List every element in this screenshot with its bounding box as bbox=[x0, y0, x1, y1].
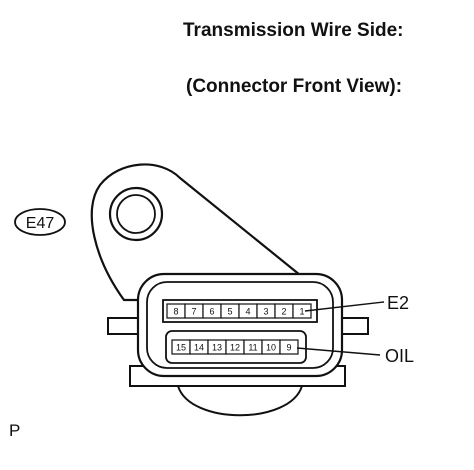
pin-label-2: 2 bbox=[281, 307, 286, 317]
e2-leader-line bbox=[304, 301, 385, 312]
connector-id-label: E47 bbox=[26, 215, 55, 232]
pin-label-8: 8 bbox=[173, 307, 178, 317]
pin-label-12: 12 bbox=[230, 343, 240, 353]
pin-label-11: 11 bbox=[248, 343, 257, 353]
bracket-hole-inner bbox=[116, 194, 156, 234]
right-latch bbox=[340, 317, 369, 335]
pin-label-9: 9 bbox=[286, 343, 291, 353]
connector-lower-body bbox=[176, 385, 304, 417]
footer-label: P bbox=[9, 421, 21, 440]
callout-e2: E2 bbox=[387, 293, 409, 313]
pin-label-15: 15 bbox=[176, 343, 186, 353]
pin-label-13: 13 bbox=[212, 343, 222, 353]
title-line-2: (Connector Front View): bbox=[186, 76, 403, 97]
pin-label-7: 7 bbox=[191, 307, 196, 317]
pin-label-3: 3 bbox=[263, 307, 268, 317]
top-pin-row: 8 7 6 5 4 3 2 1 bbox=[166, 303, 312, 319]
pin-label-6: 6 bbox=[209, 307, 214, 317]
callout-oil: OIL bbox=[385, 346, 414, 366]
pin-label-5: 5 bbox=[227, 307, 232, 317]
pin-cell-9 bbox=[279, 339, 299, 355]
pin-label-1: 1 bbox=[299, 307, 304, 317]
pin-label-10: 10 bbox=[266, 343, 276, 353]
left-latch bbox=[107, 317, 140, 335]
connector-id-badge bbox=[14, 208, 66, 236]
oil-leader-line bbox=[296, 347, 381, 356]
title-line-1: Transmission Wire Side: bbox=[183, 20, 404, 41]
bottom-pin-row: 15 14 13 12 11 10 9 bbox=[171, 339, 299, 355]
pin-label-4: 4 bbox=[245, 307, 250, 317]
pin-label-14: 14 bbox=[194, 343, 204, 353]
